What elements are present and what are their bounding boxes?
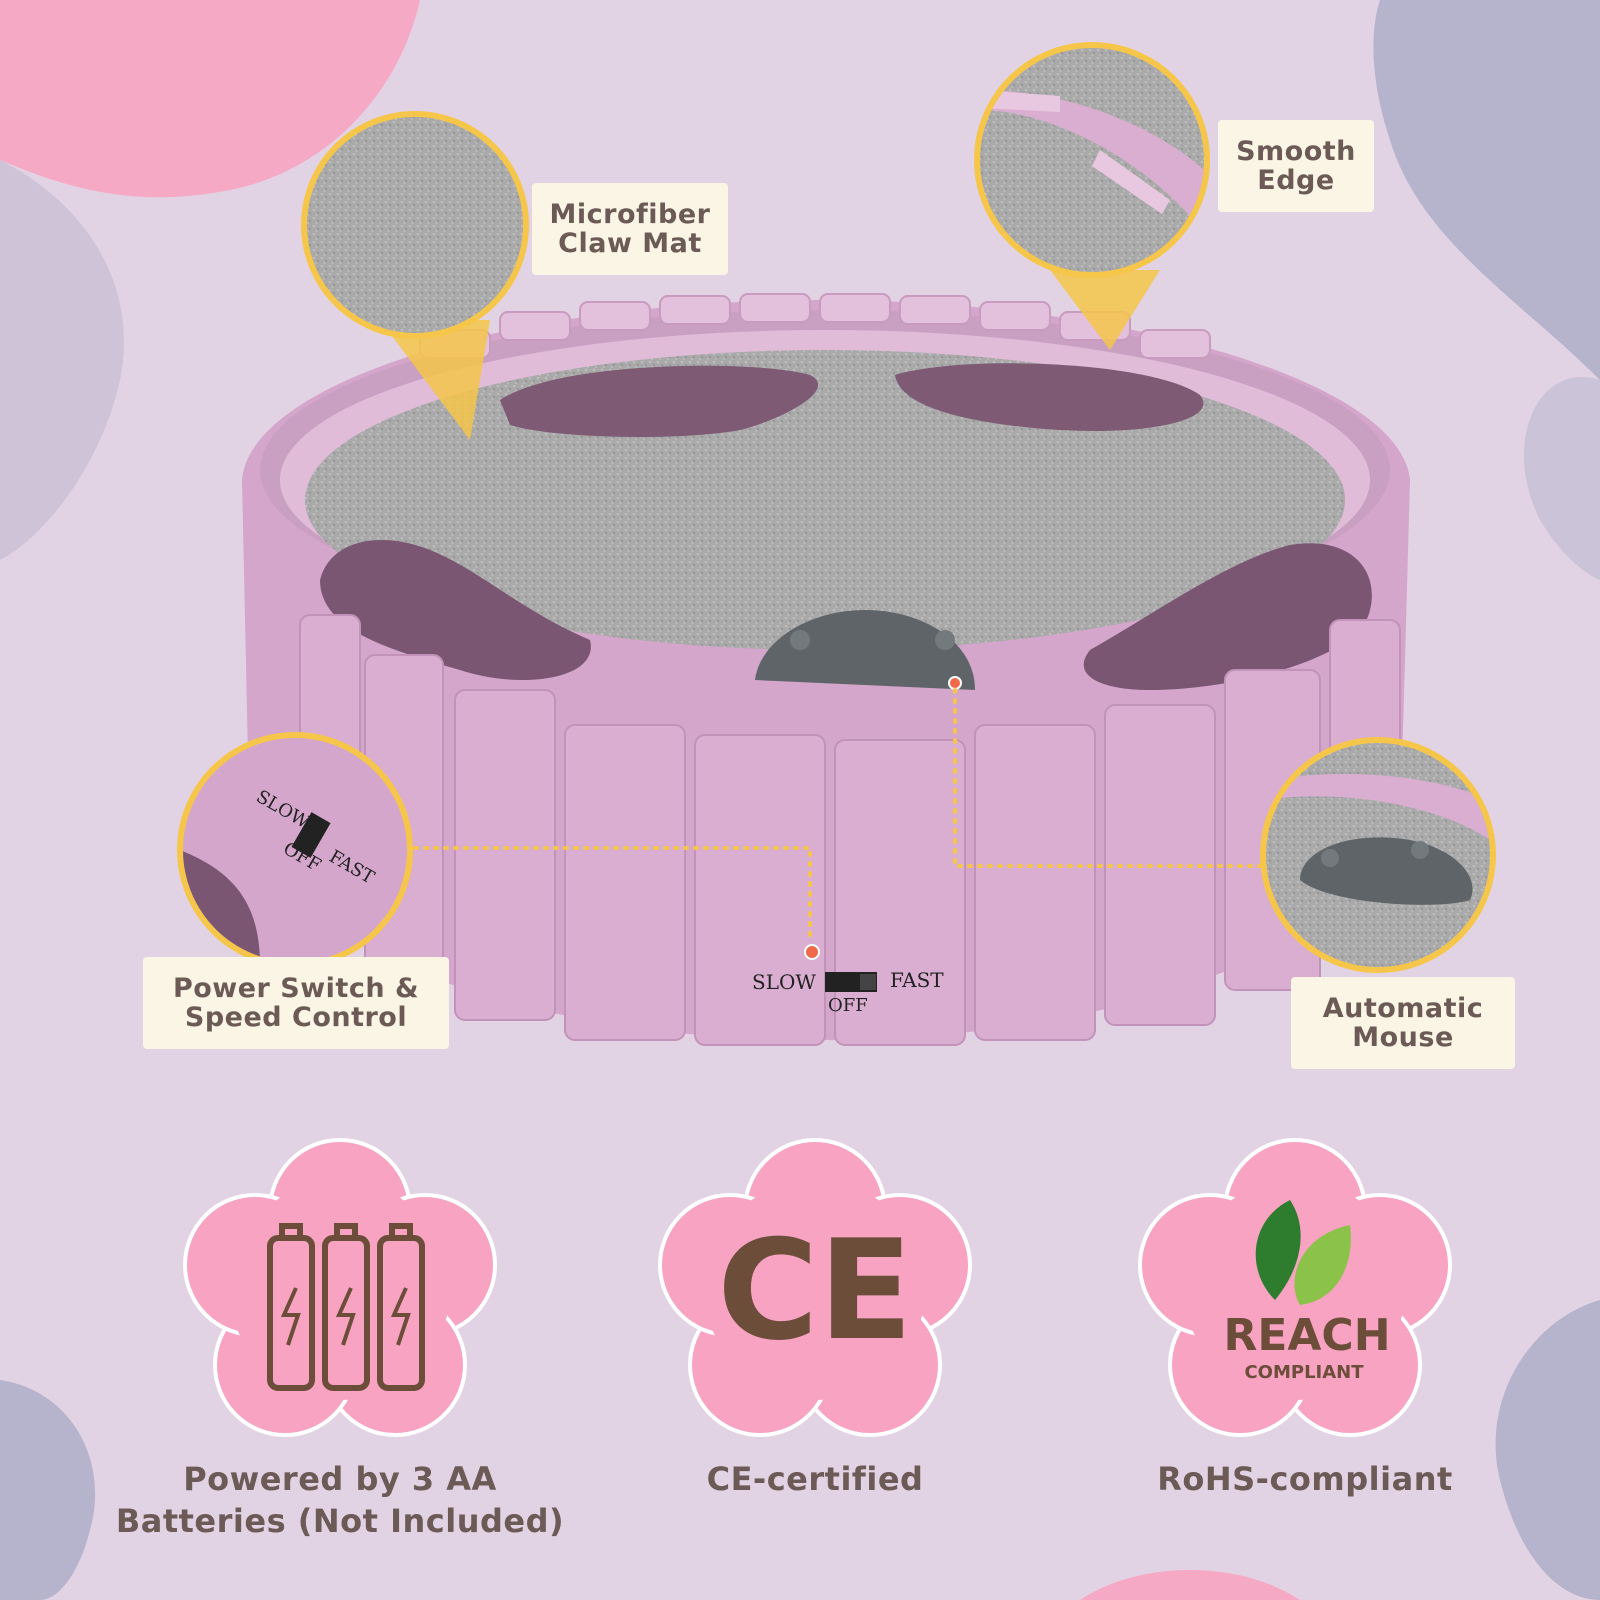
leader-lines: [403, 688, 1270, 942]
power-switch-callout-circle: SLOW OFF FAST: [177, 732, 413, 968]
microfiber-claw-mat-label: Microfiber Claw Mat: [532, 183, 728, 275]
ce-mark-icon: CE: [717, 1210, 913, 1371]
automatic-mouse-callout-circle: [1260, 737, 1496, 973]
smooth-edge-label-line1: Smooth: [1236, 136, 1356, 167]
reach-leaf-icon: [1255, 1200, 1351, 1305]
reach-badge: REACH COMPLIANT: [1138, 1138, 1452, 1437]
cat-toy: SLOW FAST OFF: [242, 293, 1410, 1046]
ce-caption-line1: CE-certified: [706, 1460, 924, 1498]
ce-badge: CE: [658, 1138, 972, 1437]
ce-caption: CE-certified: [615, 1458, 1015, 1500]
battery-caption-line1: Powered by 3 AA: [183, 1460, 497, 1498]
rohs-caption: RoHS-compliant: [1105, 1458, 1505, 1500]
switch-fast-label: FAST: [890, 968, 944, 992]
power-switch-label-line2: Speed Control: [184, 1002, 408, 1033]
power-switch-speed-control-label: Power Switch & Speed Control: [143, 957, 449, 1049]
smooth-edge-label: Smooth Edge: [1218, 120, 1374, 212]
reach-text: REACH: [1223, 1310, 1390, 1361]
power-switch-label-line1: Power Switch &: [172, 973, 420, 1004]
switch-slow-label: SLOW: [752, 970, 816, 994]
switch-off-label: OFF: [828, 995, 868, 1016]
rohs-caption-line1: RoHS-compliant: [1157, 1460, 1453, 1498]
microfiber-label-line1: Microfiber: [549, 199, 711, 230]
battery-icon: [267, 1223, 425, 1391]
automatic-mouse-label: Automatic Mouse: [1291, 977, 1515, 1069]
microfiber-label-line2: Claw Mat: [558, 228, 702, 259]
microfiber-pointer: [380, 320, 490, 440]
automatic-mouse-label-line1: Automatic: [1322, 993, 1484, 1024]
ce-mark-text: CE: [717, 1210, 913, 1371]
smooth-edge-callout-circle: [974, 42, 1210, 278]
smooth-edge-pointer: [1050, 270, 1160, 350]
battery-caption-line2: Batteries (Not Included): [115, 1502, 565, 1540]
automatic-mouse-label-line2: Mouse: [1352, 1022, 1454, 1053]
battery-badge: [183, 1138, 497, 1437]
smooth-edge-label-line2: Edge: [1257, 165, 1335, 196]
microfiber-callout-circle: [301, 111, 529, 339]
reach-compliant-text: COMPLIANT: [1244, 1362, 1364, 1383]
battery-caption: Powered by 3 AA Batteries (Not Included): [100, 1458, 580, 1542]
